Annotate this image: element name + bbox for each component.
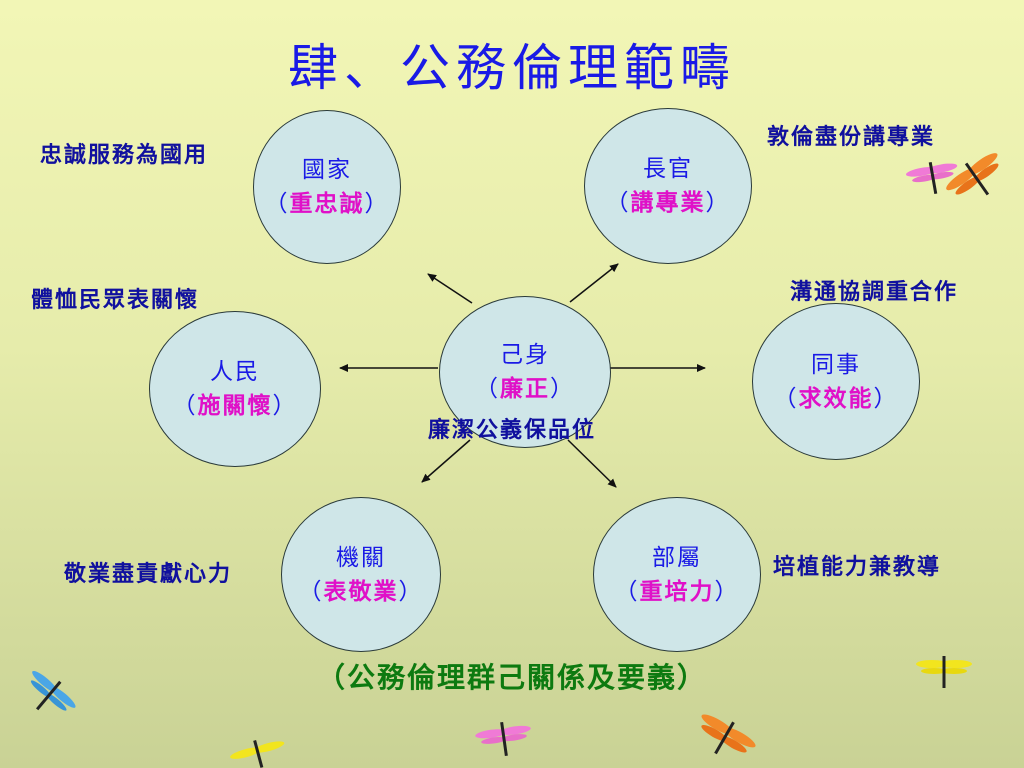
page-title: 肆、公務倫理範疇 [288,39,736,97]
node-subordinate: 部屬 （重培力） [593,497,761,652]
diagram-caption: （公務倫理群己關係及要義） [316,661,707,694]
note-center: 廉潔公義保品位 [428,417,597,443]
node-subordinate-value: （重培力） [614,577,740,605]
node-agency-name: 機關 [336,544,386,571]
note-subordinate: 培植能力兼教導 [773,554,942,580]
arrow-to-agency [421,439,471,483]
node-self: 己身 （廉正） [439,296,611,448]
node-superior-value: （講專業） [605,189,731,216]
node-nation-value: （重忠誠） [264,190,390,217]
node-self-name: 己身 [500,342,550,368]
arrow-to-subordinate [567,439,617,488]
dragonfly-icon [905,161,958,195]
note-superior: 敦倫盡份講專業 [767,124,936,150]
dragonfly-icon [230,740,285,768]
node-superior-name: 長官 [643,156,693,182]
node-superior: 長官 （講專業） [584,108,752,264]
dragonfly-icon [916,656,972,688]
node-colleague-name: 同事 [811,351,861,378]
node-colleague-value: （求效能） [773,384,899,412]
note-colleague: 溝通協調重合作 [790,279,959,305]
note-nation: 忠誠服務為國用 [40,142,209,168]
dragonfly-icon [701,714,756,755]
node-agency: 機關 （表敬業） [281,497,441,652]
arrow-to-superior [569,263,619,303]
node-people-value: （施關懷） [172,392,298,419]
node-subordinate-name: 部屬 [652,544,702,571]
node-nation: 國家 （重忠誠） [253,110,401,264]
node-people: 人民 （施關懷） [149,311,321,467]
node-colleague: 同事 （求效能） [752,303,920,460]
dragonfly-icon [946,153,999,196]
dragonfly-icon [30,670,76,711]
note-people: 體恤民眾表關懷 [31,287,200,313]
node-nation-name: 國家 [302,157,352,183]
node-agency-value: （表敬業） [298,577,424,605]
dragonfly-icon [475,721,531,757]
node-people-name: 人民 [210,359,260,385]
note-agency: 敬業盡責獻心力 [64,561,233,587]
node-self-value: （廉正） [475,375,575,402]
arrow-to-nation [427,273,473,304]
